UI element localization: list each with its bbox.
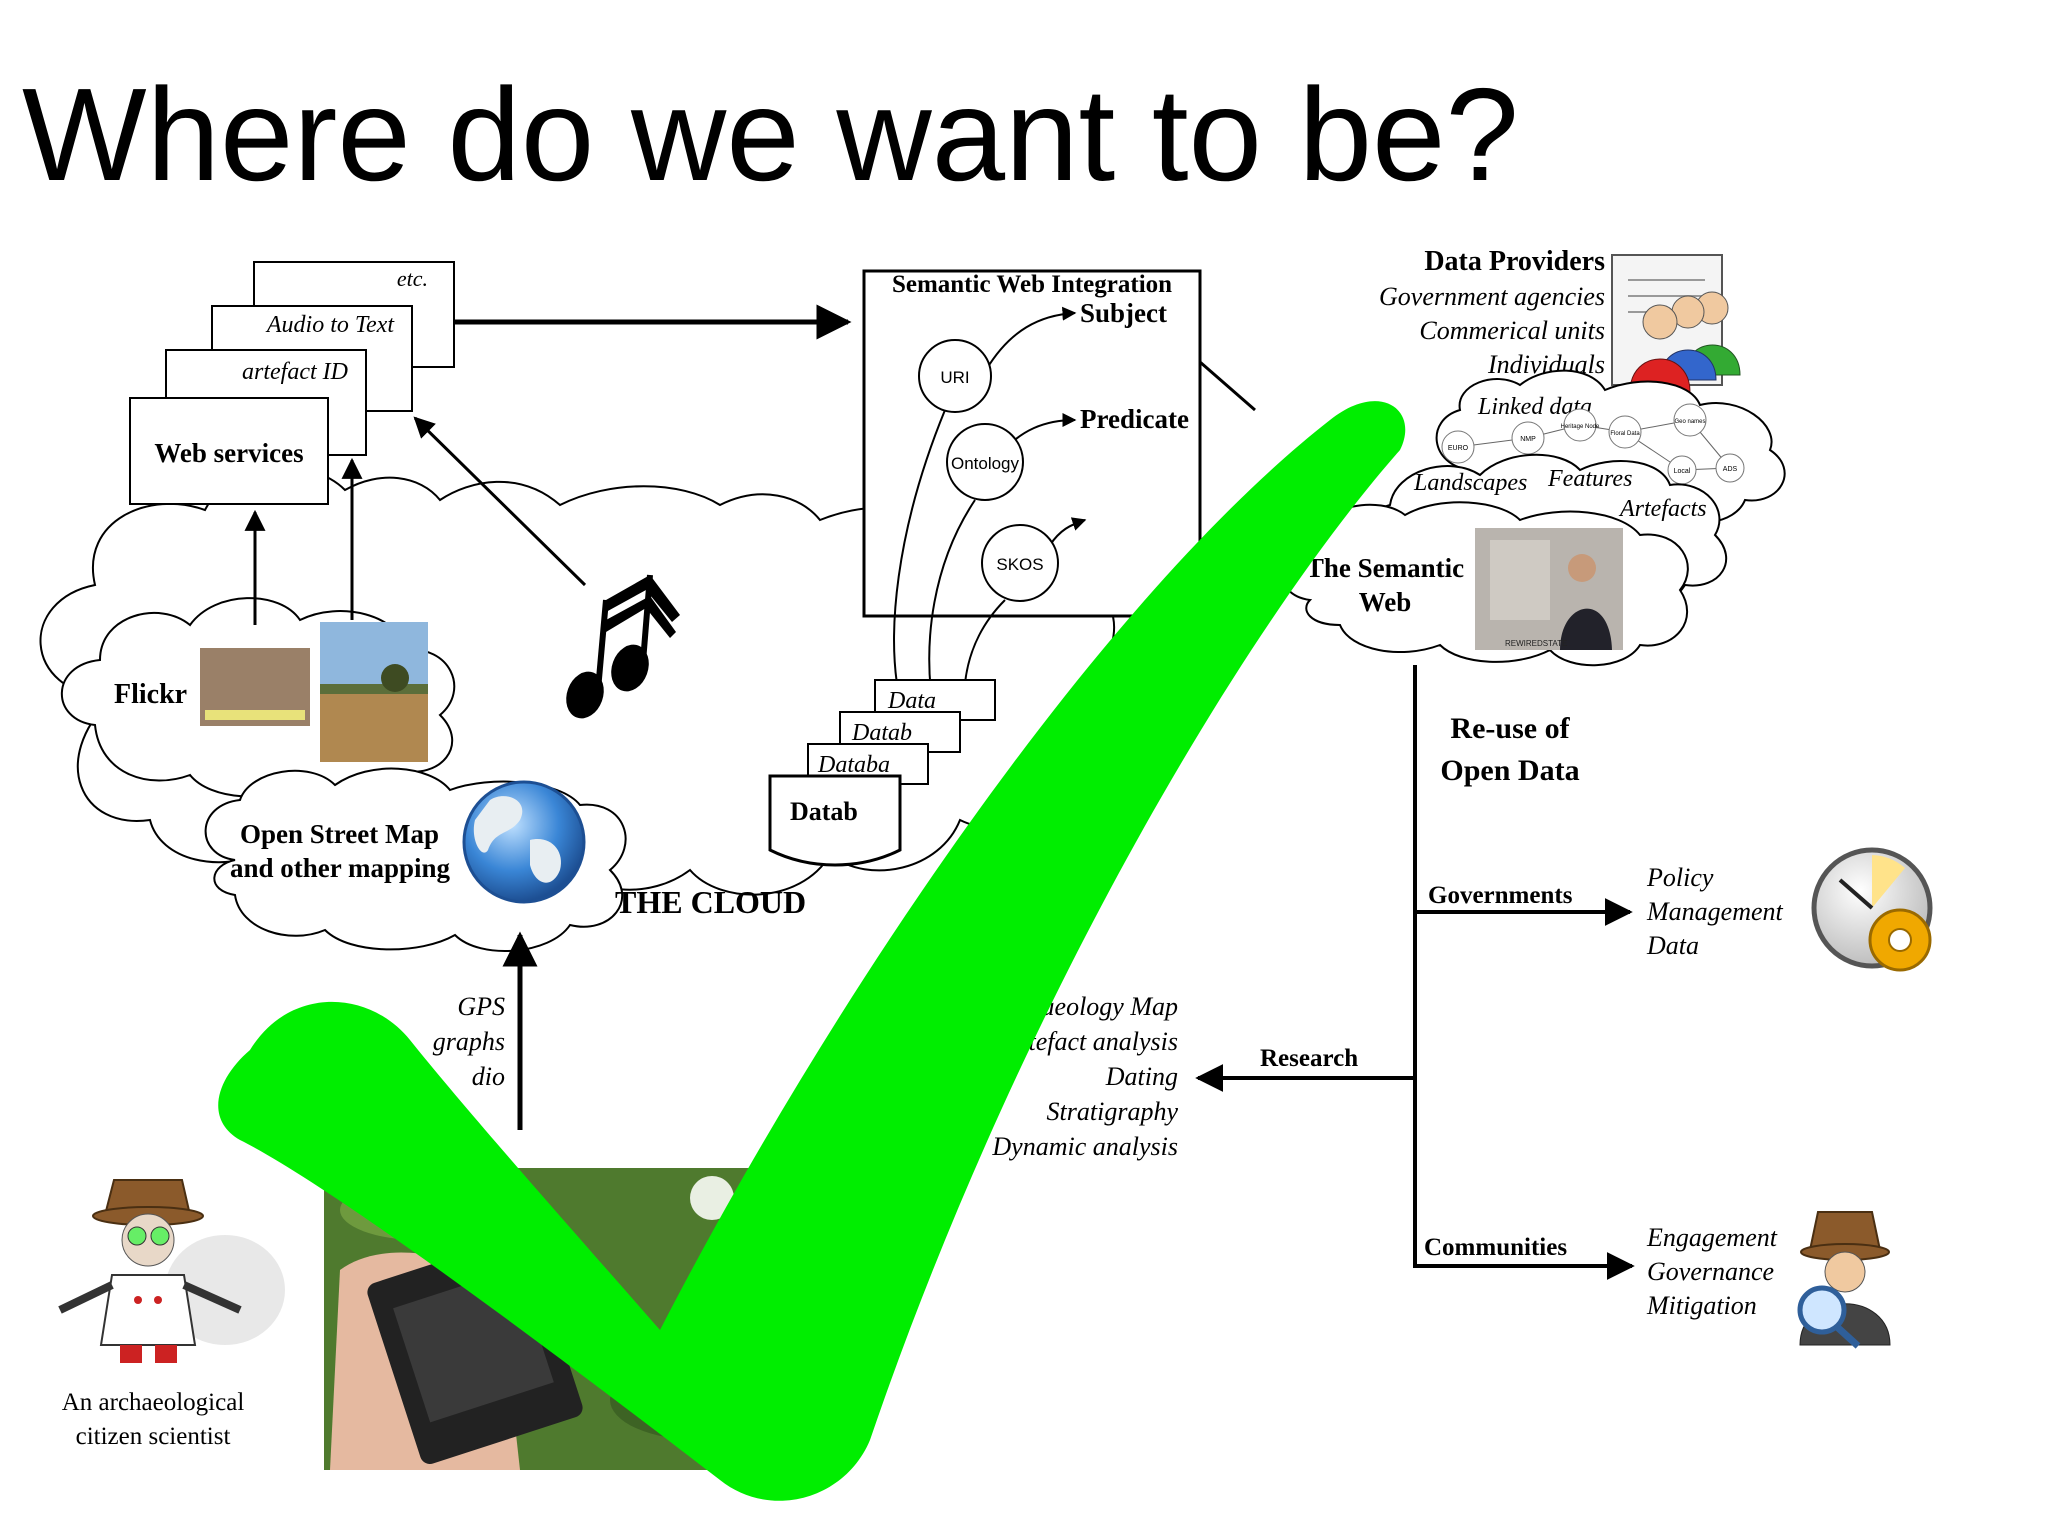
mini-node-nmp: NMP [1520,436,1536,443]
research-dynamic: Dynamic analysis [991,1132,1178,1161]
communities-label: Communities [1424,1234,1567,1261]
reuse-label-2: Open Data [1440,754,1579,787]
db-label-4: Datab [790,797,858,826]
semantic-web-label-1: The Semantic [1306,553,1464,583]
citizen-label-2: citizen scientist [76,1423,231,1450]
mini-node-floral: Floral Data [1610,431,1640,437]
photo-caption: REWIREDSTATE [1505,639,1567,648]
flickr-photo-ground [200,648,310,726]
arrow-audio [413,416,587,587]
layer-features: Features [1547,466,1632,492]
cloud-label: THE CLOUD [615,884,806,920]
flickr-photo-landscape [320,622,428,762]
flickr-label: Flickr [114,679,187,710]
page-title: Where do we want to be? [22,61,1519,208]
layer-landscapes: Landscapes [1413,470,1527,496]
mini-node-heritage: Heritage Node [1561,424,1600,430]
osm-label-2: and other mapping [230,853,451,883]
comm-engagement: Engagement [1646,1223,1778,1252]
integration-to-semantic-web [1199,360,1256,412]
mini-node-ads: ADS [1723,466,1738,473]
checkmark-icon [218,401,1406,1501]
node-skos-label: SKOS [996,555,1043,574]
web-services-label: Web services [154,438,303,468]
node-ontology-label: Ontology [951,454,1020,473]
provider-government: Government agencies [1379,282,1605,311]
card-etc-label: etc. [397,266,428,291]
mini-node-local: Local [1674,468,1691,475]
linked-data-graph: EURO NMP Heritage Node Floral Data Geo n… [1441,403,1745,485]
upload-audio: dio [472,1062,505,1091]
mini-node-geonames: Geo names [1674,419,1705,425]
comm-governance: Governance [1647,1257,1774,1286]
gov-policy: Policy [1646,863,1714,892]
governments-label: Governments [1428,882,1573,909]
speaker-photo: REWIREDSTATE [1475,528,1623,650]
web-services-stack: etc. Audio to Text artefact ID Web servi… [129,261,455,505]
mini-node-euro: EURO [1448,445,1469,452]
research-stratigraphy: Stratigraphy [1047,1097,1179,1126]
node-skos [981,524,1059,602]
osm-label-1: Open Street Map [240,819,439,849]
gov-data: Data [1646,931,1699,960]
target-predicate: Predicate [1080,404,1189,434]
providers-title: Data Providers [1424,246,1605,277]
gov-management: Management [1646,897,1784,926]
card-audio-label: Audio to Text [265,312,395,338]
db-label-2: Datab [851,720,912,746]
integration-title: Semantic Web Integration [892,271,1172,298]
upload-graphs: graphs [433,1027,505,1056]
layer-artefacts: Artefacts [1618,496,1707,522]
clock-gear-icon [1811,847,1933,972]
node-uri [918,339,992,413]
card-artefact-label: artefact ID [242,359,348,385]
users-icon [1611,254,1741,393]
citizen-label-1: An archaeological [62,1389,245,1416]
node-uri-label: URI [940,368,969,387]
research-label: Research [1260,1045,1358,1072]
provider-commercial: Commerical units [1419,316,1605,345]
arrow-uri-subject [985,306,1077,371]
target-subject: Subject [1080,298,1167,328]
research-dating: Dating [1105,1062,1178,1091]
music-note-icon [566,574,680,719]
node-ontology [946,423,1024,501]
detective-icon [1797,1211,1891,1349]
semantic-web-label-2: Web [1359,587,1412,617]
comm-mitigation: Mitigation [1646,1291,1757,1320]
reuse-label-1: Re-use of [1450,712,1570,745]
db-label-3: Databa [817,752,890,778]
db-label-1: Data [887,688,936,714]
database-stack: Data Datab Databa Datab [768,679,996,867]
upload-gps: GPS [457,992,505,1021]
citizen-scientist-icon [58,1179,285,1363]
globe-icon [462,780,586,904]
card-web-services [129,397,329,505]
